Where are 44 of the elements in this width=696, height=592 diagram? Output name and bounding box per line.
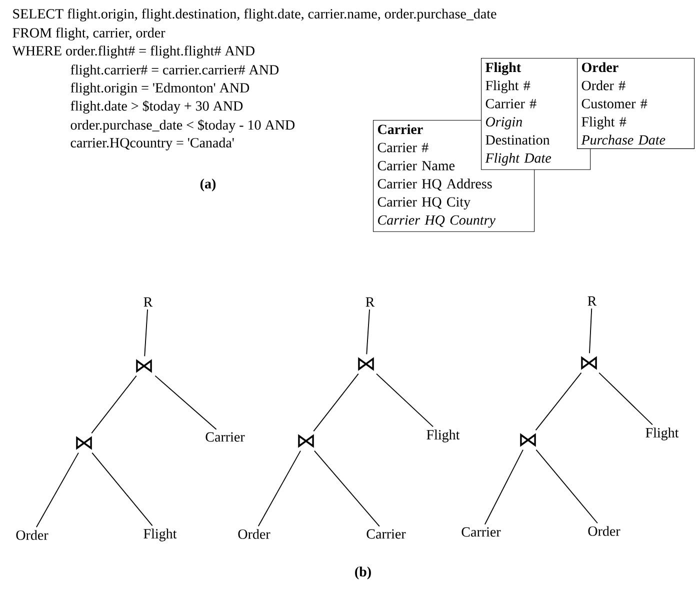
join-symbol: ⋈ xyxy=(520,433,536,447)
tree-label: Order xyxy=(588,526,620,536)
query-line: flight.date > $today + 30 AND xyxy=(70,100,243,114)
tree-label: R xyxy=(144,297,153,307)
tree-line xyxy=(376,373,434,428)
tree-line xyxy=(366,309,370,355)
tree-label: Order xyxy=(16,530,48,540)
table-box: Order Order # Customer # Flight # Purchase Date xyxy=(577,58,695,149)
tree-label: Carrier xyxy=(462,527,501,537)
tree-label: R xyxy=(588,296,597,306)
tree-line xyxy=(535,372,582,431)
tree-line xyxy=(144,309,148,357)
tree-label: Order xyxy=(238,529,270,539)
join-symbol: ⋈ xyxy=(76,436,92,450)
panel-label: (a) xyxy=(200,178,216,192)
tree-line xyxy=(536,449,598,524)
tree-label: Carrier xyxy=(366,529,406,539)
tree-label: R xyxy=(366,297,375,307)
tree-line xyxy=(589,308,592,354)
tree-label: Flight xyxy=(646,428,679,440)
tree-line xyxy=(36,452,79,528)
query-line: SELECT flight.origin, flight.destination, flight.date, carrier.name, order.purchase_date xyxy=(13,8,496,22)
tree-label: Flight xyxy=(426,430,460,442)
query-line: flight.origin = 'Edmonton' AND xyxy=(70,82,250,96)
panel-label: (b) xyxy=(355,566,371,580)
join-symbol: ⋈ xyxy=(136,359,152,373)
query-line: carrier.HQcountry = 'Canada' xyxy=(70,138,234,150)
tree-label: Flight xyxy=(144,528,177,542)
tree-line xyxy=(92,452,153,526)
tree-line xyxy=(598,372,653,426)
query-line: flight.carrier# = carrier.carrier# AND xyxy=(70,64,279,78)
tree-line xyxy=(258,450,301,527)
join-symbol: ⋈ xyxy=(581,356,597,370)
tree-line xyxy=(314,450,380,527)
query-line: WHERE order.flight# = flight.flight# AND xyxy=(12,46,254,58)
query-line: FROM flight, carrier, order xyxy=(12,28,166,40)
tree-line xyxy=(313,373,359,432)
tree-line xyxy=(484,449,524,525)
tree-label: Carrier xyxy=(206,432,245,442)
tree-line xyxy=(154,375,217,430)
tree-line xyxy=(91,375,137,434)
query-line: order.purchase_date < $today - 10 AND xyxy=(70,119,295,133)
join-symbol: ⋈ xyxy=(358,357,374,371)
join-symbol: ⋈ xyxy=(298,434,314,448)
